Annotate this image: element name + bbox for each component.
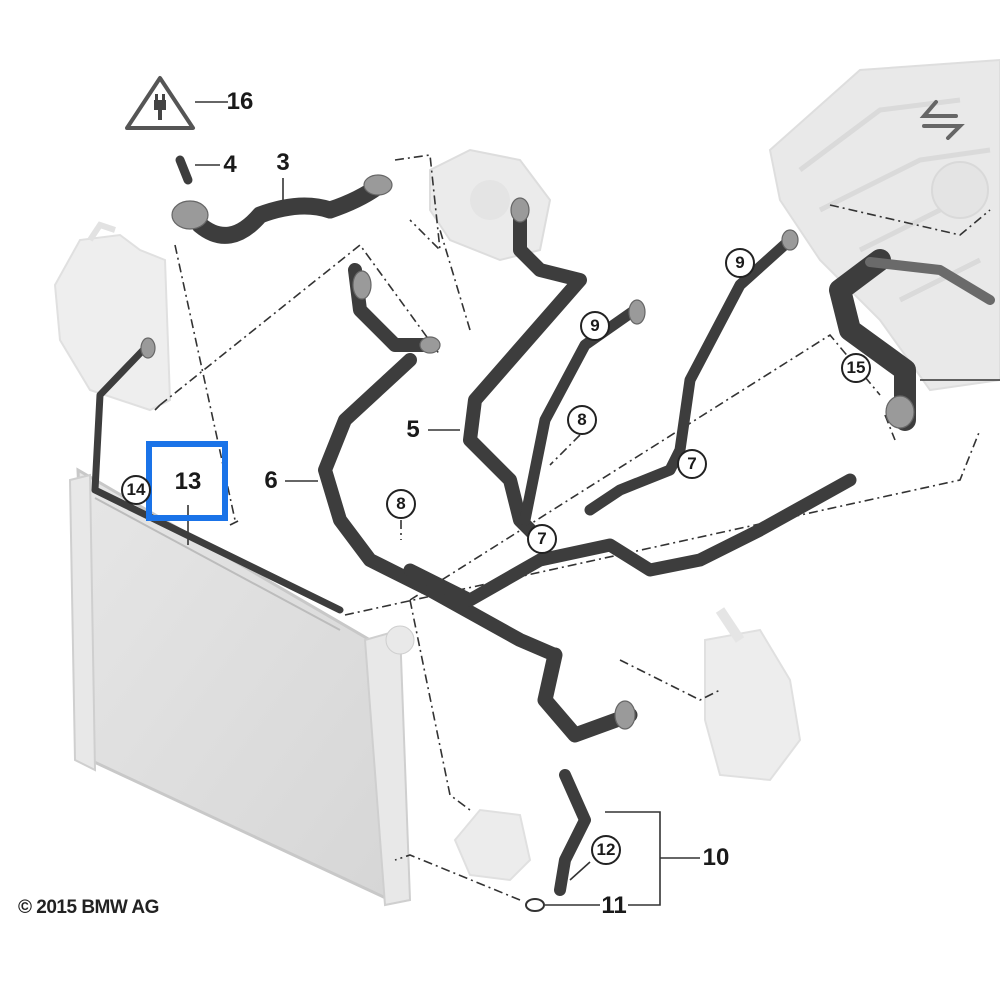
radiator [68,467,415,907]
callout-11[interactable]: 11 [601,892,627,919]
callout-9-b[interactable]: 9 [580,311,610,341]
hoses [91,155,995,896]
callout-16[interactable]: 16 [226,88,254,115]
callout-3[interactable]: 3 [276,149,290,176]
callout-7-a[interactable]: 7 [677,449,707,479]
swap-arrows-icon[interactable] [916,92,968,140]
callout-8-a[interactable]: 8 [567,405,597,435]
aux-pump [453,808,532,882]
water-pump [429,148,552,262]
callout-15[interactable]: 15 [841,353,871,383]
heater-valve [704,607,802,782]
callout-6[interactable]: 6 [264,467,278,494]
electrical-plug-warning-icon [125,76,195,130]
callout-9-a[interactable]: 9 [725,248,755,278]
callout-5[interactable]: 5 [406,416,420,443]
callout-4[interactable]: 4 [223,151,237,178]
expansion-tank [53,221,172,412]
callout-8-b[interactable]: 8 [386,489,416,519]
copyright-notice: © 2015 BMW AG [18,897,159,918]
connectors [140,174,915,912]
engine-block [768,58,1000,392]
callout-14[interactable]: 14 [121,475,151,505]
callout-13[interactable]: 13 [174,468,202,495]
highlight-box-part-13 [146,441,228,521]
callout-12[interactable]: 12 [591,835,621,865]
callout-7-b[interactable]: 7 [527,524,557,554]
callout-10[interactable]: 10 [702,844,730,871]
leader-lines [154,154,991,901]
